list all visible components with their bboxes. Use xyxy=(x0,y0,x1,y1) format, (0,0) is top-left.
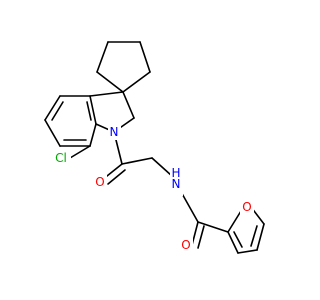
bond xyxy=(89,91,124,97)
bond xyxy=(69,145,91,159)
atom-n-indoline: N xyxy=(108,125,121,140)
bond xyxy=(89,95,97,125)
aromatic-inner-bond xyxy=(250,225,258,247)
atom-label: N xyxy=(172,177,181,191)
bond xyxy=(227,210,242,233)
double-bond xyxy=(107,169,126,185)
bond xyxy=(139,41,151,73)
atom-label: Cl xyxy=(55,151,67,165)
atom-label: O xyxy=(181,238,190,252)
atom-o-amide: O xyxy=(180,238,193,253)
bond xyxy=(122,71,151,93)
atom-n-amide: H N xyxy=(170,166,183,196)
molecule-canvas: N Cl O H N O O xyxy=(44,41,265,254)
bond xyxy=(197,221,229,233)
bond xyxy=(44,119,61,147)
bond xyxy=(121,157,153,165)
atom-label: O xyxy=(95,175,104,189)
atom-o-ketone: O xyxy=(94,175,107,190)
bond xyxy=(96,41,109,73)
atom-label: N xyxy=(110,125,119,139)
atom-label: O xyxy=(242,200,251,214)
aromatic-inner-bond xyxy=(86,101,92,121)
atom-chlorine: Cl xyxy=(52,150,71,166)
molecule-structure-diagram: N Cl O H N O O xyxy=(44,41,265,254)
bond xyxy=(89,123,97,147)
bond xyxy=(96,71,124,93)
atom-o-furan: O xyxy=(240,200,254,215)
atom-label-h: H xyxy=(171,166,180,180)
bond xyxy=(256,223,265,251)
aromatic-inner-bond xyxy=(233,231,243,248)
bond xyxy=(44,95,61,121)
bond xyxy=(227,231,239,254)
bond xyxy=(237,249,258,254)
double-bond xyxy=(197,225,205,249)
bond xyxy=(151,157,173,177)
bond xyxy=(122,91,135,119)
aromatic-inner-bond xyxy=(51,101,64,121)
